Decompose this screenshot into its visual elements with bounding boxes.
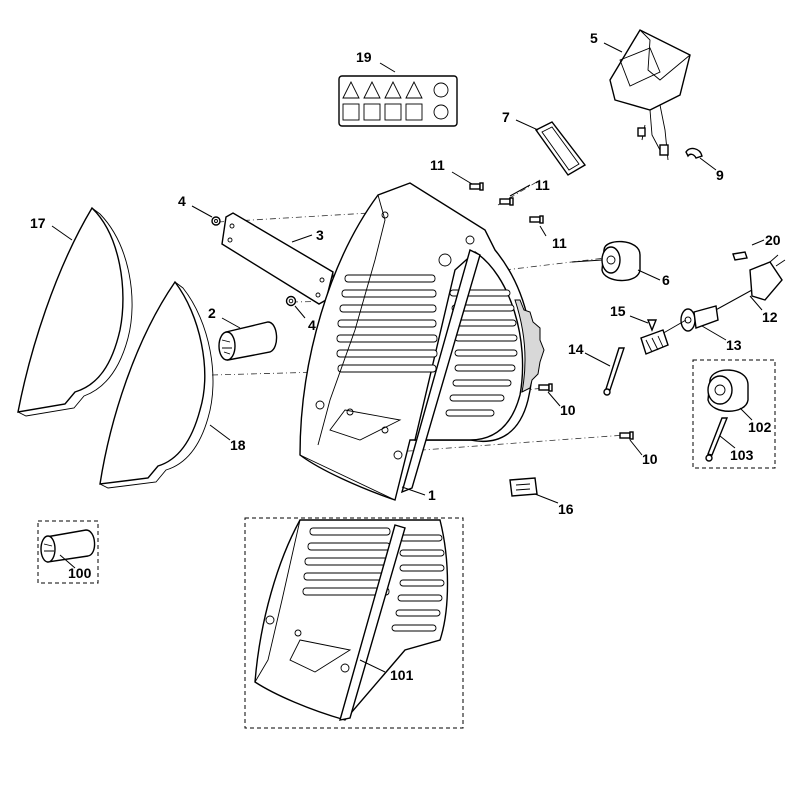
label-3: 3 [316, 227, 324, 243]
leader-lines [51, 42, 765, 673]
part-11-screw-upper[interactable] [469, 182, 484, 191]
part-6-terminal-block[interactable] [571, 240, 641, 282]
label-4-upper: 4 [178, 193, 186, 209]
label-18: 18 [230, 437, 246, 453]
label-102: 102 [748, 419, 772, 435]
label-20: 20 [765, 232, 781, 248]
label-5: 5 [590, 30, 598, 46]
label-2: 2 [208, 305, 216, 321]
label-19: 19 [356, 49, 372, 65]
part-16-module[interactable] [509, 477, 538, 497]
part-19-warning-label[interactable] [338, 75, 458, 127]
part-103-probe[interactable] [705, 417, 729, 462]
part-7-gasket[interactable] [534, 121, 587, 176]
label-11-upper: 11 [430, 157, 445, 173]
part-14-probe[interactable] [603, 347, 625, 396]
part-15-screw[interactable] [646, 319, 658, 332]
part-12-power-plug[interactable] [711, 254, 786, 313]
label-10-upper: 10 [560, 402, 576, 418]
part-11-screw-lower[interactable] [529, 215, 544, 224]
part-100-capacitor[interactable] [40, 529, 96, 563]
label-6: 6 [662, 272, 670, 288]
label-11-lower: 11 [552, 235, 567, 251]
label-15: 15 [610, 303, 626, 319]
label-17: 17 [30, 215, 46, 231]
part-5-switch-box[interactable] [609, 29, 691, 161]
label-100: 100 [68, 565, 92, 581]
part-10-screw-upper[interactable] [538, 383, 553, 392]
part-4-clip-upper[interactable] [211, 216, 221, 226]
label-1: 1 [428, 487, 436, 503]
part-20-pin[interactable] [732, 251, 748, 261]
part-101-housing[interactable] [254, 519, 449, 721]
part-2-capacitor[interactable] [218, 321, 278, 361]
label-13: 13 [726, 337, 742, 353]
label-101: 101 [390, 667, 414, 683]
label-10-lower: 10 [642, 451, 658, 467]
wire-connector-block [640, 329, 669, 355]
label-9: 9 [716, 167, 724, 183]
part-4-clip-lower[interactable] [285, 295, 297, 307]
housing-101-slots [302, 527, 445, 632]
part-101-box [244, 517, 464, 729]
part-10-screw-lower[interactable] [619, 431, 634, 440]
part-1-housing[interactable] [299, 182, 545, 501]
label-7: 7 [502, 109, 510, 125]
callout-labels: 1 2 3 4 4 5 6 7 9 10 10 11 11 11 12 13 1… [30, 30, 781, 683]
part-18-side-panel[interactable] [99, 280, 214, 489]
part-17-side-panel[interactable] [17, 206, 133, 417]
part-11-screw-middle[interactable] [499, 197, 514, 206]
label-14: 14 [568, 341, 584, 357]
label-103: 103 [730, 447, 754, 463]
label-11-middle: 11 [535, 177, 550, 193]
label-16: 16 [558, 501, 574, 517]
part-102-103-box [692, 359, 776, 469]
part-100-box [37, 520, 99, 584]
label-4-lower: 4 [308, 317, 316, 333]
part-9-clip[interactable] [685, 147, 703, 159]
label-12: 12 [762, 309, 778, 325]
part-102-terminal-block[interactable] [707, 369, 749, 412]
